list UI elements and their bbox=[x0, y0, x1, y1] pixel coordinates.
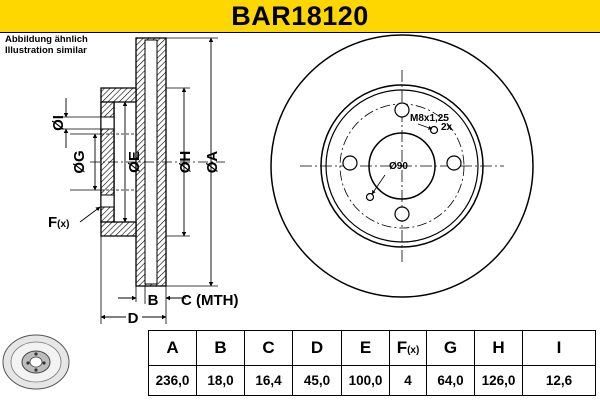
spec-value-a: 236,0 bbox=[148, 365, 197, 396]
dim-label-c: C (MTH) bbox=[181, 292, 238, 309]
spec-value-row: 236,0 18,0 16,4 45,0 100,0 4 64,0 126,0 … bbox=[148, 365, 596, 396]
dim-label-a: ØA bbox=[204, 151, 221, 174]
brake-disc-thumbnail-icon bbox=[2, 334, 70, 390]
note-line-en: Illustration similar bbox=[5, 45, 87, 56]
center-bore-label: Ø90 bbox=[389, 161, 408, 172]
svg-text:F(x): F(x) bbox=[48, 214, 69, 231]
bolt-hole-top bbox=[394, 102, 410, 118]
spec-value-h: 126,0 bbox=[474, 365, 523, 396]
part-number: BAR18120 bbox=[231, 0, 369, 31]
dim-label-g: ØG bbox=[71, 150, 88, 173]
illustration-note: Abbildung ähnlich Illustration similar bbox=[5, 34, 88, 56]
spec-header-d: D bbox=[292, 330, 342, 366]
spec-header-i: I bbox=[522, 330, 596, 366]
note-line-de: Abbildung ähnlich bbox=[5, 34, 88, 45]
dim-label-f-sub: (x) bbox=[57, 219, 69, 230]
spec-header-b: B bbox=[196, 330, 245, 366]
bolt-hole-bottom bbox=[394, 206, 410, 222]
spec-header-a: A bbox=[148, 330, 197, 366]
dim-label-f: F bbox=[48, 214, 57, 231]
spec-value-f: 4 bbox=[389, 365, 427, 396]
spec-header-f-sub: (x) bbox=[407, 345, 420, 356]
spec-header-c: C bbox=[244, 330, 293, 366]
disc-outer-edge bbox=[270, 34, 534, 298]
threaded-hole-lower bbox=[365, 192, 375, 202]
spec-value-b: 18,0 bbox=[196, 365, 245, 396]
spec-header-row: A B C D E F(x) G H I bbox=[148, 330, 596, 366]
dim-label-d: D bbox=[128, 310, 139, 327]
spec-header-f: F(x) bbox=[389, 330, 427, 366]
spec-table: A B C D E F(x) G H I 236,0 18,0 16,4 45,… bbox=[148, 330, 596, 396]
dim-label-b: B bbox=[148, 292, 159, 309]
spec-value-i: 12,6 bbox=[522, 365, 596, 396]
spec-value-c: 16,4 bbox=[244, 365, 293, 396]
spec-header-h: H bbox=[474, 330, 523, 366]
spec-value-d: 45,0 bbox=[292, 365, 342, 396]
bolt-hole-left bbox=[342, 155, 358, 171]
thread-count: 2x bbox=[441, 122, 453, 133]
bolt-hole-top-section bbox=[100, 116, 115, 130]
spec-value-g: 64,0 bbox=[426, 365, 475, 396]
threaded-hole-upper bbox=[429, 125, 439, 135]
dim-label-e: ØE bbox=[126, 151, 143, 173]
bolt-hole-right bbox=[446, 155, 462, 171]
dim-label-i: ØI bbox=[50, 115, 67, 131]
spec-header-g: G bbox=[426, 330, 475, 366]
thread-label: M8x1,25 bbox=[410, 113, 449, 124]
spec-header-f-main: F bbox=[396, 338, 408, 357]
spec-header-e: E bbox=[341, 330, 390, 366]
spec-value-e: 100,0 bbox=[341, 365, 390, 396]
header-bar: BAR18120 bbox=[0, 0, 600, 33]
bolt-hole-bottom-section bbox=[100, 194, 115, 208]
front-view: M8x1,25 2x Ø90 bbox=[270, 34, 534, 298]
dim-label-h: ØH bbox=[177, 151, 194, 174]
cross-section: ØI ØG ØE ØH ØA F(x) B bbox=[48, 37, 238, 327]
